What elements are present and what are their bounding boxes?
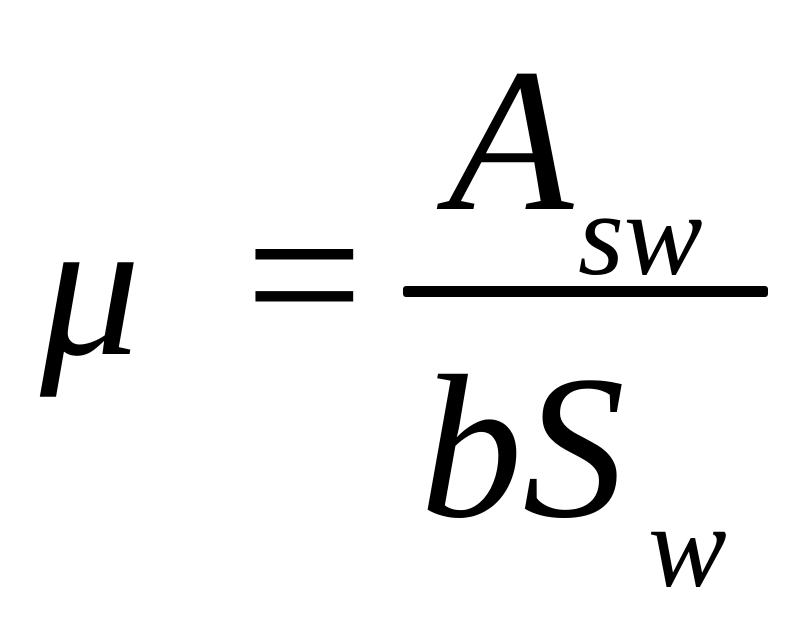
numerator-symbol: A (448, 27, 574, 254)
mu-symbol: μ (40, 177, 141, 398)
equals-sign: = (245, 159, 364, 391)
denominator-symbol: bS (420, 334, 625, 561)
numerator-subscript: sw (578, 169, 703, 300)
fraction-bar (403, 286, 768, 297)
denominator-subscript: w (648, 481, 727, 612)
